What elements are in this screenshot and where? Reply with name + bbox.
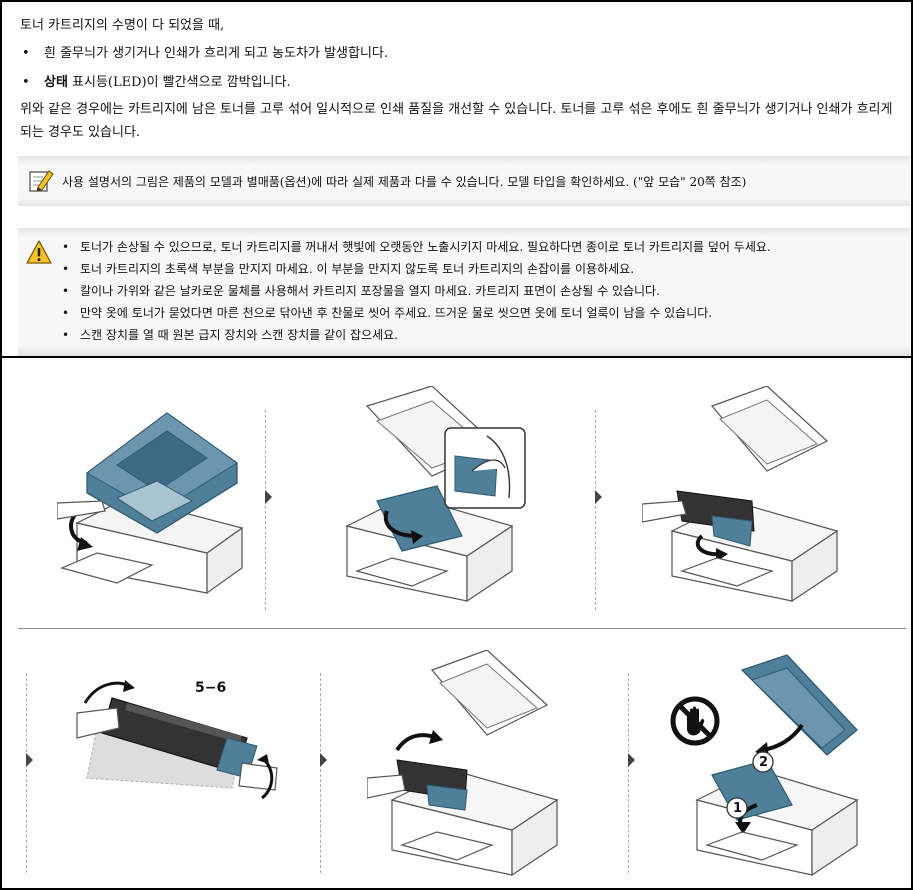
- bullet-text: 표시등(LED)이 빨간색으로 깜박입니다.: [67, 75, 291, 90]
- row-separator: [18, 628, 906, 629]
- step1-open-scanner-illustration: [57, 412, 244, 595]
- bullet-item: • 상태 표시등(LED)이 빨간색으로 깜박입니다.: [22, 71, 291, 90]
- caution-item: •스캔 장치를 열 때 원본 급지 장치와 스캔 장치를 같이 잡으세요.: [62, 328, 398, 342]
- bullet-item: • 흰 줄무늬가 생기거나 인쇄가 흐리게 되고 농도차가 발생합니다.: [22, 42, 388, 61]
- bullet-bold-text: 상태: [44, 75, 68, 90]
- caution-item: •만약 옷에 토너가 묻었다면 마른 천으로 닦아낸 후 찬물로 씻어 주세요.…: [62, 306, 713, 320]
- step-divider: [26, 673, 27, 873]
- step4-shake-cartridge-illustration: [76, 680, 278, 800]
- step-divider: [265, 410, 266, 610]
- intro-text: 토너 카트리지의 수명이 다 되었을 때,: [20, 18, 225, 33]
- illustration-panel: 5−6 2 1: [0, 358, 913, 890]
- step-arrow-icon: [595, 490, 602, 504]
- step-arrow-icon: [265, 490, 272, 504]
- step-number-label: 1: [733, 801, 743, 816]
- bullet-text: 흰 줄무늬가 생기거나 인쇄가 흐리게 되고 농도차가 발생합니다.: [44, 46, 389, 61]
- step-arrow-icon: [26, 753, 33, 767]
- step5-insert-cartridge-illustration: [367, 650, 559, 877]
- caution-item: •토너 카트리지의 초록색 부분을 만지지 마세요. 이 부분을 만지지 않도록…: [62, 262, 635, 276]
- step-arrow-icon: [628, 753, 635, 767]
- note-box: 사용 설명서의 그림은 제품의 모델과 별매품(옵션)에 따라 실제 제품과 다…: [18, 156, 910, 206]
- step-divider: [628, 673, 629, 873]
- no-touch-icon: [670, 696, 720, 746]
- paragraph-text: 위와 같은 경우에는 카트리지에 남은 토너를 고루 섞어 일시적으로 인쇄 품…: [20, 102, 893, 140]
- step-divider: [320, 673, 321, 873]
- step-arrow-icon: [320, 753, 327, 767]
- instructions-panel: 토너 카트리지의 수명이 다 되었을 때, • 흰 줄무늬가 생기거나 인쇄가 흐…: [0, 0, 913, 358]
- step6-close-covers-illustration: [695, 654, 859, 877]
- caution-item: •칼이나 가위와 같은 날카로운 물체를 사용해서 카트리지 포장물을 열지 마…: [62, 284, 660, 298]
- bullet-mark: •: [22, 46, 30, 61]
- step-number-label: 2: [759, 755, 769, 770]
- step3-remove-cartridge-illustration: [642, 386, 839, 603]
- caution-item: •토너가 손상될 수 있으므로, 토너 카트리지를 꺼내서 햇빛에 오랫동안 노…: [62, 240, 771, 254]
- caution-box: •토너가 손상될 수 있으므로, 토너 카트리지를 꺼내서 햇빛에 오랫동안 노…: [18, 228, 910, 356]
- caution-list: •토너가 손상될 수 있으므로, 토너 카트리지를 꺼내서 햇빛에 오랫동안 노…: [62, 236, 771, 346]
- note-pencil-icon: [28, 168, 54, 198]
- bullet-mark: •: [22, 75, 30, 90]
- shake-count-label: 5−6: [195, 680, 227, 696]
- step2-open-cover-illustration: [345, 386, 526, 603]
- step-divider: [595, 410, 596, 610]
- note-text: 사용 설명서의 그림은 제품의 모델과 별매품(옵션)에 따라 실제 제품과 다…: [62, 175, 747, 189]
- warning-icon: [26, 240, 52, 268]
